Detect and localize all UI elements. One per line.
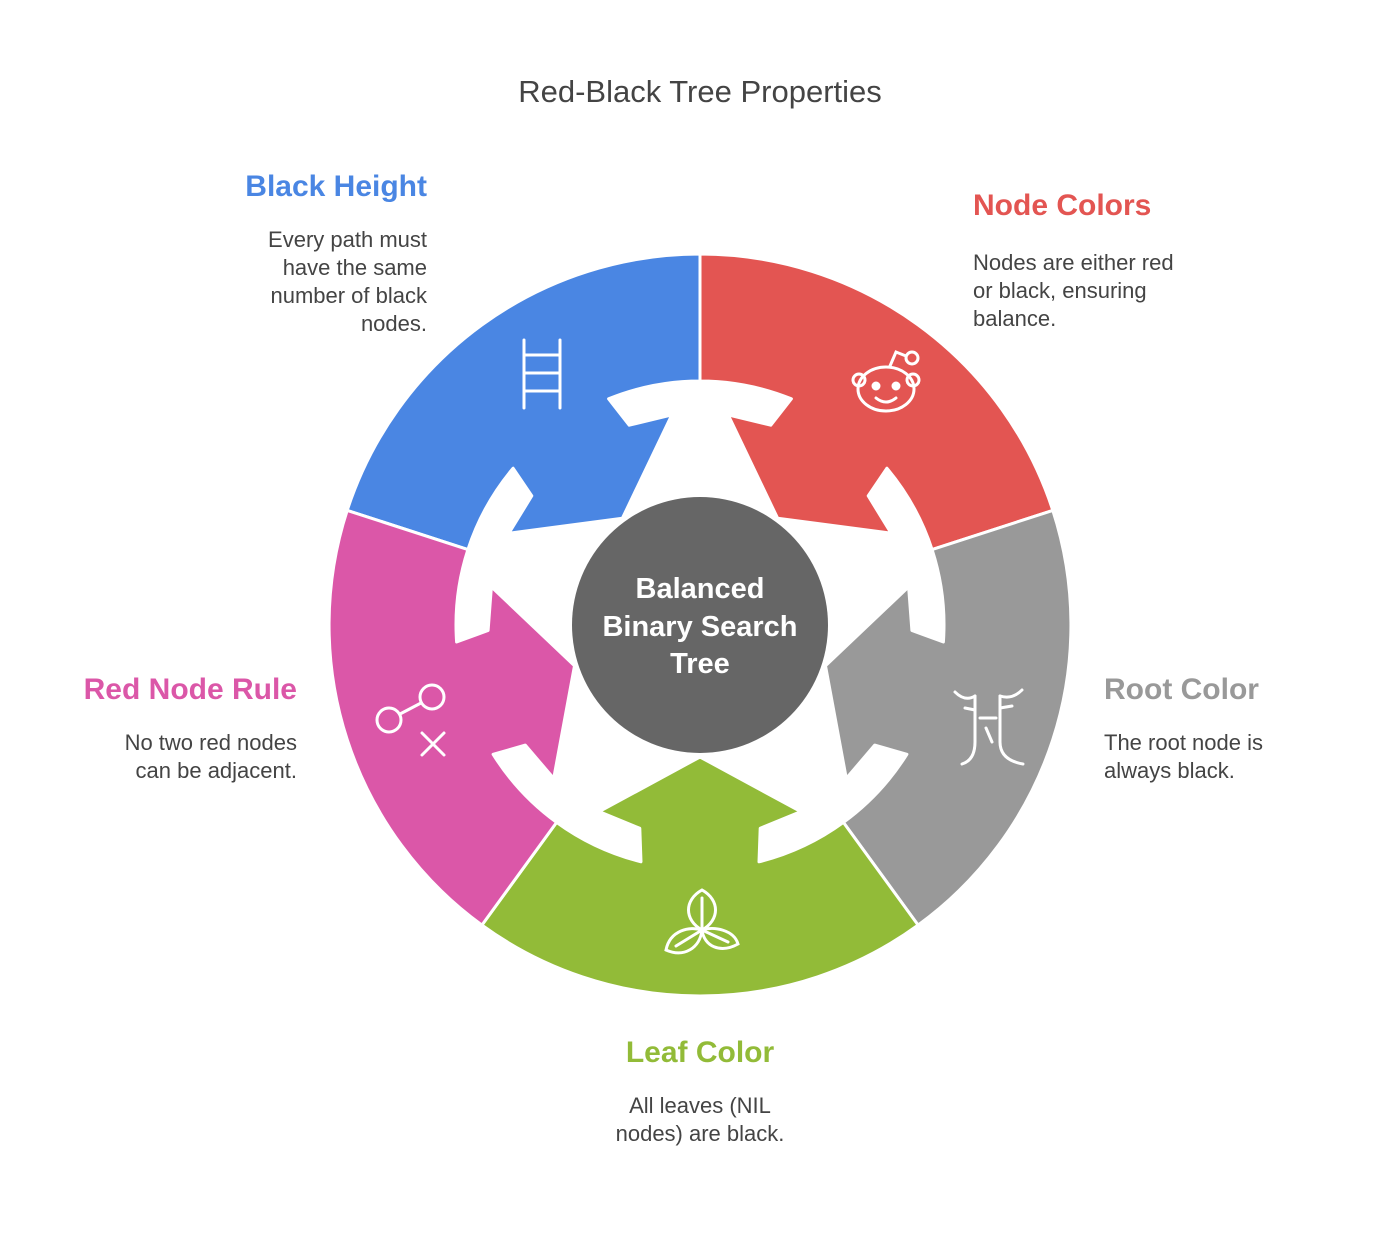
- leaf-color-title: Leaf Color: [625, 1036, 775, 1069]
- segment-red-node-rule-shape: [327, 508, 576, 927]
- center-hub: Balanced Binary Search Tree: [572, 497, 828, 753]
- red-node-rule-title: Red Node Rule: [83, 673, 297, 706]
- segment-leaf-color: [480, 755, 920, 998]
- segment-root-color-shape: [824, 508, 1073, 927]
- segment-red-node-rule: [327, 508, 576, 927]
- center-label-line-1: Balanced: [636, 573, 765, 605]
- leaves-icon: [664, 888, 740, 955]
- segment-leaf-color-shape: [480, 755, 920, 998]
- segment-node-colors-shape: [698, 252, 1055, 552]
- center-label-line-2: Binary Search: [602, 611, 797, 643]
- black-height-title: Black Height: [245, 170, 427, 203]
- segment-node-colors: [698, 252, 1055, 552]
- center-label-line-3: Tree: [670, 648, 730, 680]
- root-color-title: Root Color: [1104, 673, 1259, 706]
- segment-root-color: [824, 508, 1073, 927]
- node-colors-description: Nodes are either red or black, ensuring …: [973, 250, 1174, 331]
- black-height-description: Every path must have the same number of …: [268, 227, 427, 336]
- root-color-description: The root node is always black.: [1104, 730, 1263, 783]
- ladder-icon: [522, 338, 562, 410]
- node-colors-title: Node Colors: [973, 189, 1152, 222]
- no-connection-icon: [375, 683, 446, 757]
- tree-roots-icon: [953, 688, 1025, 766]
- page-title: Red-Black Tree Properties: [518, 74, 882, 109]
- reddit-alien-icon: [851, 350, 921, 413]
- red-node-rule-description: No two red nodes can be adjacent.: [124, 730, 297, 783]
- leaf-color-description: All leaves (NIL nodes) are black.: [615, 1093, 785, 1146]
